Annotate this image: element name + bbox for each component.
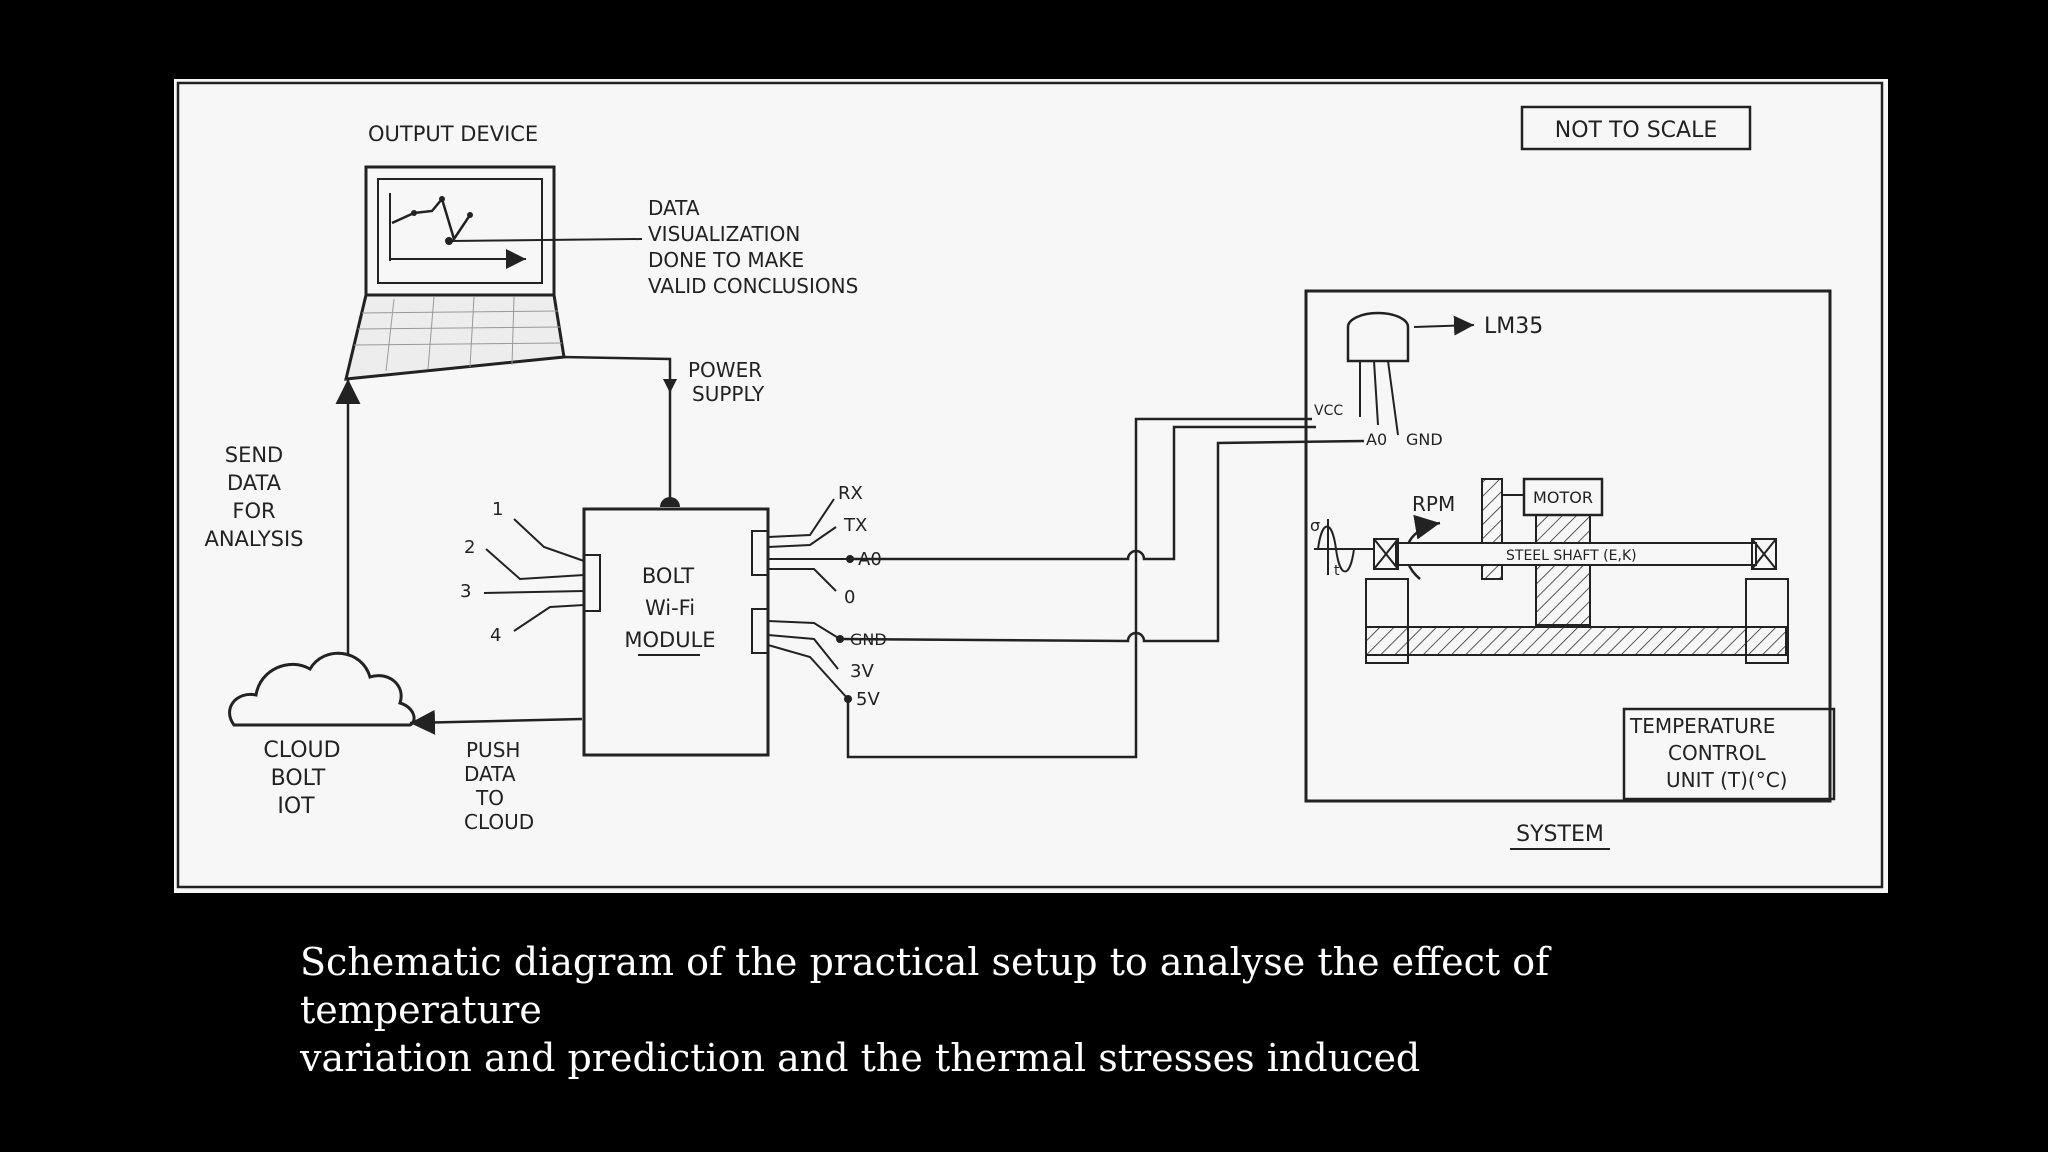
svg-text:1: 1 xyxy=(492,499,503,520)
system-label: SYSTEM xyxy=(1516,822,1604,847)
push-data-label: PUSH DATA TO CLOUD xyxy=(464,738,534,834)
svg-text:Wi-Fi: Wi-Fi xyxy=(645,596,695,620)
send-data-label: SEND DATA FOR ANALYSIS xyxy=(204,443,303,551)
caption-line-2: variation and prediction and the thermal… xyxy=(300,1036,1421,1080)
svg-text:VCC: VCC xyxy=(1314,403,1343,419)
not-to-scale-box: NOT TO SCALE xyxy=(1520,105,1752,151)
svg-text:DATA: DATA xyxy=(227,471,282,495)
laptop-icon xyxy=(344,165,566,381)
svg-text:VISUALIZATION: VISUALIZATION xyxy=(648,222,800,246)
svg-text:t: t xyxy=(1334,563,1340,579)
bolt-wifi-module: BOLT Wi-Fi MODULE xyxy=(582,507,770,757)
svg-text:ANALYSIS: ANALYSIS xyxy=(204,527,303,551)
motor-assembly: RPM MOTOR STEEL SHAFT (E,K) xyxy=(1365,477,1789,664)
steel-shaft-label: STEEL SHAFT (E,K) xyxy=(1506,548,1637,564)
svg-text:DONE TO MAKE: DONE TO MAKE xyxy=(648,248,804,272)
lm35-sensor: LM35 VCC A0 GND xyxy=(1314,311,1543,449)
output-device-label: OUTPUT DEVICE xyxy=(368,122,538,146)
temperature-control-unit: TEMPERATURE CONTROL UNIT (T)(°C) xyxy=(1622,707,1836,801)
svg-text:UNIT (T)(°C): UNIT (T)(°C) xyxy=(1666,768,1787,792)
svg-text:4: 4 xyxy=(490,625,501,646)
svg-text:5V: 5V xyxy=(856,689,880,710)
svg-text:3: 3 xyxy=(460,581,471,602)
svg-text:BOLT: BOLT xyxy=(642,564,694,588)
svg-text:SUPPLY: SUPPLY xyxy=(692,382,765,406)
data-viz-pointer xyxy=(448,238,643,242)
svg-text:TEMPERATURE: TEMPERATURE xyxy=(1629,714,1775,738)
svg-text:SEND: SEND xyxy=(225,443,283,467)
svg-text:TO: TO xyxy=(475,786,504,810)
schematic-drawing: NOT TO SCALE OUTPUT DEVICE DATA VISUALIZ… xyxy=(176,81,1884,889)
lm35-label: LM35 xyxy=(1484,314,1543,339)
svg-text:GND: GND xyxy=(1406,430,1443,449)
svg-text:POWER: POWER xyxy=(688,358,762,382)
cloud-bolt-iot-label: CLOUD BOLT IOT xyxy=(263,738,340,819)
svg-text:DATA: DATA xyxy=(648,196,700,220)
svg-text:2: 2 xyxy=(464,537,475,558)
power-arrow-icon xyxy=(663,379,677,393)
sensor-wires xyxy=(839,417,1365,759)
push-data-arrow xyxy=(409,709,583,735)
rpm-label: RPM xyxy=(1412,492,1455,516)
svg-text:PUSH: PUSH xyxy=(466,738,520,762)
svg-text:3V: 3V xyxy=(850,661,874,682)
schematic-diagram: NOT TO SCALE OUTPUT DEVICE DATA VISUALIZ… xyxy=(174,79,1888,893)
diagram-frame xyxy=(176,81,1884,889)
svg-text:CONTROL: CONTROL xyxy=(1668,741,1767,765)
module-left-pins: 1 2 3 4 xyxy=(460,499,585,646)
module-right-pins-bottom: GND 3V 5V xyxy=(767,620,887,710)
power-supply-wire xyxy=(561,355,672,503)
cloud-icon xyxy=(228,651,416,727)
motor-label: MOTOR xyxy=(1533,488,1593,507)
caption-line-1: Schematic diagram of the practical setup… xyxy=(300,940,1550,1032)
stress-time-plot: σ t xyxy=(1310,516,1374,579)
power-connector-icon xyxy=(660,497,680,507)
figure-caption: Schematic diagram of the practical setup… xyxy=(300,938,1800,1082)
svg-text:FOR: FOR xyxy=(232,499,275,523)
svg-text:MODULE: MODULE xyxy=(624,628,715,652)
data-visualization-note: DATA VISUALIZATION DONE TO MAKE VALID CO… xyxy=(648,196,858,298)
system-box xyxy=(1304,289,1832,803)
svg-text:σ: σ xyxy=(1310,516,1320,535)
svg-text:CLOUD: CLOUD xyxy=(263,738,340,763)
svg-text:VALID CONCLUSIONS: VALID CONCLUSIONS xyxy=(648,274,858,298)
module-right-pins-top: RX TX A0 0 xyxy=(767,483,882,608)
svg-text:IOT: IOT xyxy=(277,794,315,819)
not-to-scale-label: NOT TO SCALE xyxy=(1555,118,1718,143)
svg-text:BOLT: BOLT xyxy=(271,766,326,791)
svg-text:TX: TX xyxy=(843,515,867,536)
power-supply-label: POWER SUPPLY xyxy=(688,358,765,406)
svg-text:0: 0 xyxy=(844,587,855,608)
svg-text:A0: A0 xyxy=(1366,430,1387,449)
svg-text:RX: RX xyxy=(838,483,863,504)
svg-text:CLOUD: CLOUD xyxy=(464,810,534,834)
svg-text:DATA: DATA xyxy=(464,762,516,786)
